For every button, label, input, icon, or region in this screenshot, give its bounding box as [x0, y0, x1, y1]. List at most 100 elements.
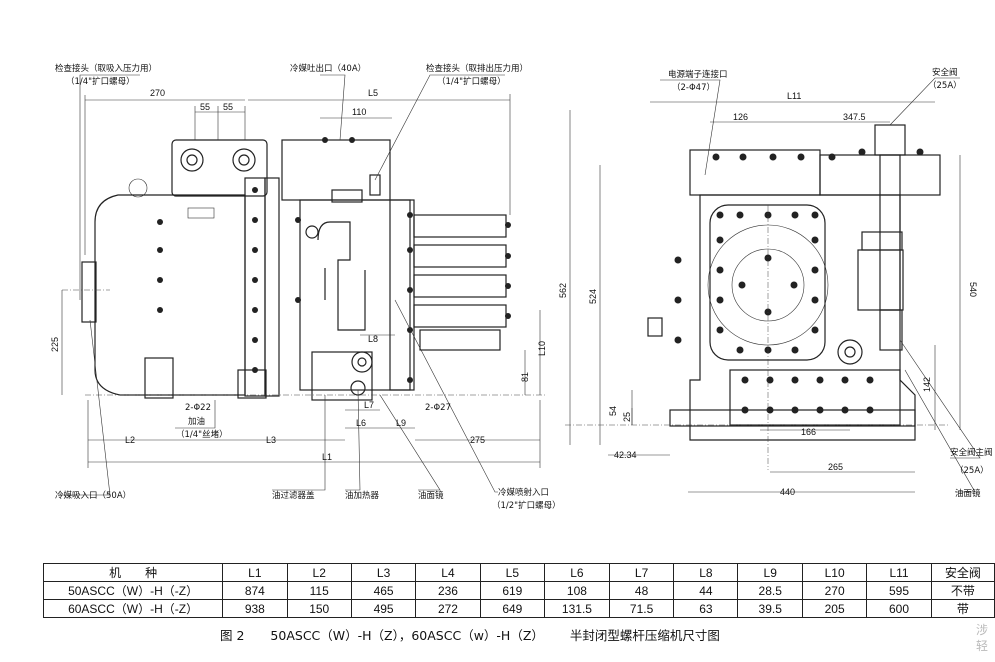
- table-cell: 272: [415, 599, 481, 618]
- label-terminal-spec: （2-Φ47）: [672, 82, 715, 93]
- dim-81: 81: [520, 372, 530, 382]
- label-hole-left: 2-Φ22: [185, 403, 211, 413]
- table-cell: 150: [286, 599, 352, 618]
- table-header-cell: L8: [673, 563, 739, 582]
- table-cell: 28.5: [737, 581, 803, 600]
- table-cell: 236: [415, 581, 481, 600]
- dim-L1: L1: [322, 452, 332, 462]
- dim-562: 562: [558, 283, 568, 298]
- label-check-suction-spec: （1/4"扩口螺母）: [66, 76, 135, 87]
- label-oil-charge: 加油: [188, 416, 205, 427]
- table-header-cell: L5: [479, 563, 546, 582]
- table-header-cell: L11: [866, 563, 932, 582]
- dim-166: 166: [801, 427, 816, 437]
- dim-L9: L9: [396, 418, 406, 428]
- dim-L8: L8: [368, 334, 378, 344]
- dim-347-5: 347.5: [843, 112, 866, 122]
- dimension-drawing: 检查接头（取吸入压力用） （1/4"扩口螺母） 冷媒吐出口（40A） 检查接头（…: [50, 63, 993, 511]
- label-liquid-inlet-spec: （1/2"扩口螺母）: [492, 500, 561, 511]
- table-cell: 44: [673, 581, 739, 600]
- table-cell: 600: [866, 599, 932, 618]
- table-cell: 71.5: [608, 599, 675, 618]
- table-cell: 205: [801, 599, 868, 618]
- table-header-cell: 机 种: [42, 563, 224, 582]
- table-cell: 938: [222, 599, 288, 618]
- dim-275: 275: [470, 435, 485, 445]
- table-header-cell: L3: [350, 563, 417, 582]
- label-safety-valve-spec: （25A）: [928, 80, 962, 91]
- label-terminal: 电源端子连接口: [668, 69, 728, 80]
- label-oil-sight-left: 油面镜: [418, 490, 444, 501]
- dim-126: 126: [733, 112, 748, 122]
- label-check-suction: 检查接头（取吸入压力用）: [55, 63, 157, 74]
- dim-440: 440: [780, 487, 795, 497]
- label-safety-main-spec: （25A）: [955, 465, 989, 476]
- table-header-cell: L10: [801, 563, 868, 582]
- table-cell: 115: [286, 581, 352, 600]
- dim-524: 524: [588, 289, 598, 304]
- table-header-row: 机 种 L1 L2 L3 L4 L5 L6 L7 L8 L9 L10 L11 安…: [42, 563, 995, 582]
- table-cell: 874: [222, 581, 288, 600]
- table-cell: 63: [673, 599, 739, 618]
- dim-55a: 55: [200, 102, 210, 112]
- label-hole-right: 2-Φ27: [425, 403, 451, 413]
- right-view: [565, 77, 981, 493]
- table-cell: 619: [479, 581, 546, 600]
- dim-L2: L2: [125, 435, 135, 445]
- table-cell: 带: [930, 599, 995, 618]
- table-header-cell: L2: [286, 563, 352, 582]
- dim-270: 270: [150, 88, 165, 98]
- label-safety-valve: 安全阀: [932, 67, 958, 78]
- table-cell: 39.5: [737, 599, 803, 618]
- table-cell: 48: [608, 581, 675, 600]
- table-header-cell: L6: [544, 563, 610, 582]
- table-row: 50ASCC（W）-H（-Z） 874 115 465 236 619 108 …: [42, 581, 995, 600]
- label-refrigerant-in: 冷媒吸入口（50A）: [55, 490, 131, 501]
- caption-title: 半封闭型螺杆压缩机尺寸图: [569, 628, 720, 643]
- table-header-cell: L1: [222, 563, 288, 582]
- figure-caption: 图 2 50ASCC（W）-H（Z），60ASCC（w）-H（Z） 半封闭型螺杆…: [220, 625, 742, 644]
- table-cell: 131.5: [544, 599, 610, 618]
- label-safety-main: 安全阀主阀: [950, 447, 993, 458]
- dim-225: 225: [50, 337, 60, 352]
- dim-L7: L7: [364, 400, 374, 410]
- table-header-cell: L7: [608, 563, 675, 582]
- label-liquid-inlet: 冷媒喷射入口: [498, 487, 549, 498]
- table-cell: 108: [544, 581, 610, 600]
- table-cell: 465: [350, 581, 417, 600]
- table-cell: 649: [479, 599, 546, 618]
- table-cell: 60ASCC（W）-H（-Z）: [42, 599, 224, 618]
- dim-54: 54: [608, 406, 618, 416]
- dim-25: 25: [622, 412, 632, 422]
- label-oil-heater: 油加热器: [345, 490, 380, 501]
- dim-540: 540: [968, 282, 978, 297]
- spec-table: 机 种 L1 L2 L3 L4 L5 L6 L7 L8 L9 L10 L11 安…: [42, 563, 995, 618]
- dim-265: 265: [828, 462, 843, 472]
- table-row: 60ASCC（W）-H（-Z） 938 150 495 272 649 131.…: [42, 599, 995, 618]
- dim-110: 110: [352, 107, 366, 117]
- table-header-cell: 安全阀: [930, 563, 995, 582]
- table-cell: 不带: [930, 581, 995, 600]
- label-oil-filter: 油过滤器盖: [272, 490, 315, 501]
- label-refrigerant-out: 冷媒吐出口（40A）: [290, 63, 366, 74]
- dim-L10: L10: [537, 341, 547, 356]
- label-check-discharge: 检查接头（取排出压力用）: [426, 63, 528, 74]
- caption-fig-number: 图 2: [220, 628, 245, 643]
- left-view: [58, 74, 545, 496]
- table-header-cell: L9: [737, 563, 803, 582]
- dim-L5: L5: [368, 88, 378, 98]
- table-cell: 270: [801, 581, 868, 600]
- dim-42-34: 42.34: [614, 450, 637, 460]
- table-cell: 595: [866, 581, 932, 600]
- dim-L11: L11: [787, 91, 801, 101]
- label-oil-charge-spec: （1/4"丝堵）: [176, 429, 228, 440]
- table-cell: 495: [350, 599, 417, 618]
- table-cell: 50ASCC（W）-H（-Z）: [42, 581, 224, 600]
- dim-L6: L6: [356, 418, 366, 428]
- label-check-discharge-spec: （1/4"扩口螺母）: [437, 76, 506, 87]
- table-header-cell: L4: [415, 563, 481, 582]
- dim-55b: 55: [223, 102, 233, 112]
- watermark: 涉 轻: [976, 623, 989, 653]
- dim-142: 142: [922, 377, 932, 392]
- caption-models: 50ASCC（W）-H（Z），60ASCC（w）-H（Z）: [270, 628, 544, 643]
